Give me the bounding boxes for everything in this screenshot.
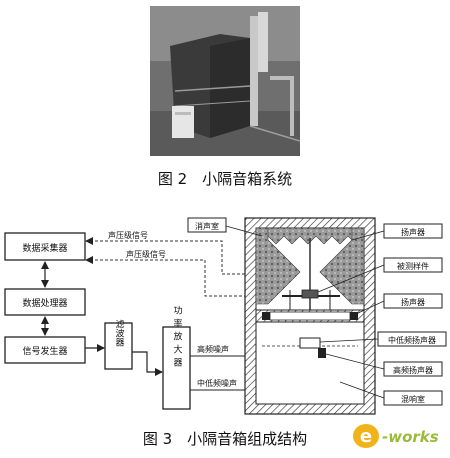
speaker-top-left bbox=[262, 312, 270, 320]
e-works-logo: e -works bbox=[353, 424, 439, 448]
sound-pressure-label-2: 声压级信号 bbox=[126, 249, 166, 259]
partition-opening bbox=[269, 311, 351, 321]
anechoic-chamber-callout bbox=[187, 217, 227, 233]
sound-box-photo bbox=[150, 6, 300, 156]
high-speaker-label: 高频扬声器 bbox=[393, 365, 433, 375]
svg-text:e: e bbox=[360, 426, 372, 447]
power-amplifier-label: 功率放大器 bbox=[172, 305, 183, 370]
mid-low-speaker-label: 中低频扬声器 bbox=[388, 335, 436, 345]
high-freq-noise-label: 高频噪声 bbox=[197, 344, 229, 354]
signal-generator-label: 信号发生器 bbox=[22, 345, 67, 357]
data-processor-box bbox=[4, 288, 86, 316]
sound-pressure-line-1 bbox=[85, 237, 270, 275]
foam-wedges-left bbox=[255, 227, 301, 305]
figure-3-caption: 图 3 小隔音箱组成结构 bbox=[142, 430, 308, 448]
data-acquisition-box bbox=[4, 232, 86, 261]
structure-diagram: 数据采集器 数据处理器 信号发生器 滤波器 功率放大器 声压级信号 声压级信号 … bbox=[4, 217, 447, 415]
reverberation-chamber-interior bbox=[255, 321, 365, 405]
test-sample-block bbox=[301, 289, 319, 299]
foam-wedges-right bbox=[319, 227, 365, 305]
high-freq-speaker bbox=[318, 348, 326, 358]
anechoic-chamber-label: 消声室 bbox=[195, 221, 219, 231]
filter-box bbox=[104, 322, 133, 370]
svg-text:-works: -works bbox=[382, 428, 439, 446]
data-processor-label: 数据处理器 bbox=[22, 297, 67, 309]
data-acquisition-label: 数据采集器 bbox=[22, 242, 67, 254]
reverb-chamber-label: 混响室 bbox=[401, 394, 425, 404]
mid-low-freq-noise-label: 中低频噪声 bbox=[197, 378, 237, 388]
sound-pressure-line-2 bbox=[85, 256, 282, 297]
filter-label: 滤波器 bbox=[114, 318, 125, 346]
speaker-top-right bbox=[350, 312, 358, 320]
signal-generator-box bbox=[4, 336, 86, 364]
figure-2-caption: 图 2 小隔音箱系统 bbox=[157, 170, 293, 188]
test-sample-label: 被测样件 bbox=[397, 261, 429, 271]
loudspeaker-2-label: 扬声器 bbox=[401, 297, 425, 307]
filter-amp-arrow bbox=[132, 351, 163, 376]
sound-pressure-label-1: 声压级信号 bbox=[108, 230, 148, 240]
mid-low-freq-speaker bbox=[299, 337, 321, 349]
power-amplifier-box bbox=[162, 326, 191, 410]
loudspeaker-1-label: 扬声器 bbox=[401, 227, 425, 237]
